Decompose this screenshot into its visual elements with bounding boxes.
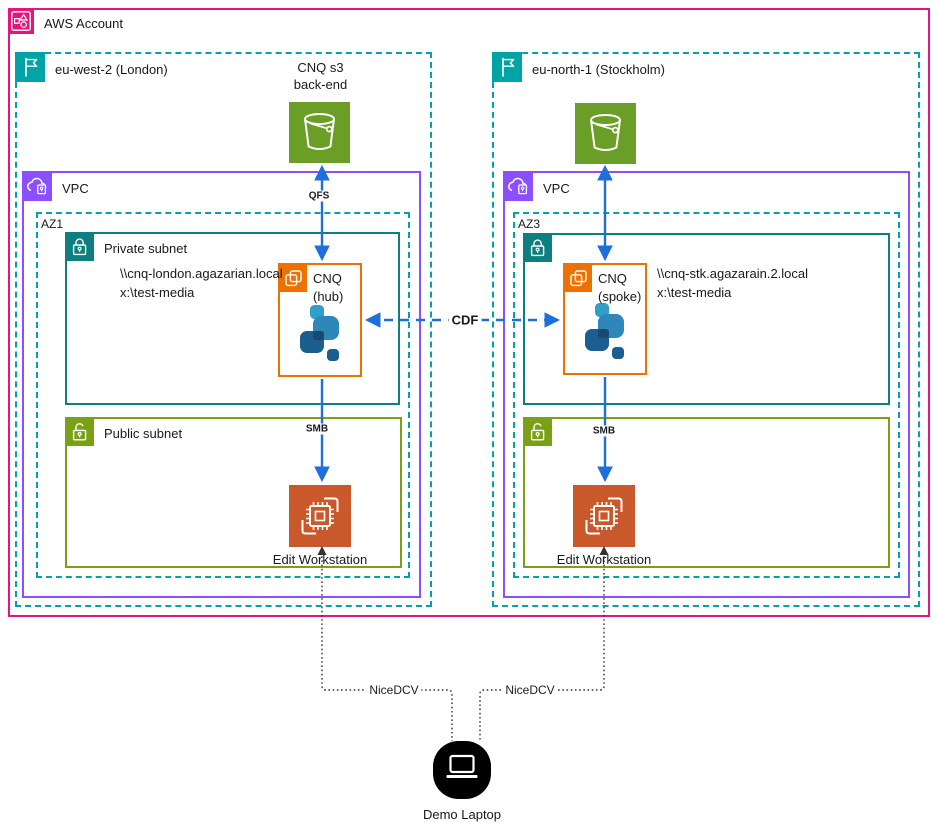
private-subnet-lock-icon-left — [65, 232, 94, 261]
region-eu-west-2-box — [15, 52, 432, 607]
cdf-protocol-label: CDF — [448, 312, 482, 328]
qfs-protocol-label: QFS — [305, 190, 333, 202]
cnq-role-right: (spoke) — [598, 289, 642, 304]
aws-account-box — [8, 8, 930, 617]
vpc-label-left: VPC — [62, 181, 89, 196]
vpc-left-box — [22, 171, 421, 598]
region-flag-icon-right — [492, 52, 522, 82]
cnq-logo-right — [581, 303, 631, 367]
private-subnet-lock-icon-right — [523, 233, 552, 262]
s3-label-line2: back-end — [293, 77, 348, 92]
vpc-icon-left — [22, 171, 52, 201]
edit-workstation-icon-left — [289, 485, 351, 547]
nicedcv-label-right: NiceDCV — [502, 683, 558, 697]
s3-bucket-icon-right — [575, 103, 636, 164]
cnq-title-right: CNQ — [598, 271, 627, 286]
smb-protocol-label-right: SMB — [589, 425, 619, 437]
aws-account-icon — [8, 8, 34, 34]
aws-account-label: AWS Account — [44, 16, 123, 31]
az-label-right: AZ3 — [518, 217, 541, 231]
s3-label-line1: CNQ s3 — [297, 60, 344, 75]
cnq-title-left: CNQ — [313, 271, 342, 286]
region-label-right: eu-north-1 (Stockholm) — [532, 62, 665, 77]
cnq-role-left: (hub) — [313, 289, 344, 304]
public-subnet-label-left: Public subnet — [104, 426, 183, 441]
share-path-left: \\cnq-london.agazarian.local x:\test-med… — [120, 265, 283, 301]
az-label-left: AZ1 — [41, 217, 64, 231]
workstation-label-right: Edit Workstation — [556, 552, 652, 567]
s3-bucket-icon-left — [289, 102, 350, 163]
share-path-right: \\cnq-stk.agazarain.2.local x:\test-medi… — [657, 265, 808, 301]
cnq-logo-left — [296, 305, 346, 369]
private-subnet-label-left: Private subnet — [104, 241, 188, 256]
az1-box — [36, 212, 410, 578]
s3-label-left: CNQ s3 back-end — [258, 59, 383, 93]
vpc-label-right: VPC — [543, 181, 570, 196]
vpc-right-box — [503, 171, 910, 598]
vpc-icon-right — [503, 171, 533, 201]
cnq-instances-icon-left — [280, 265, 307, 292]
edit-workstation-icon-right — [573, 485, 635, 547]
share-path-line1: \\cnq-london.agazarian.local — [120, 266, 283, 281]
public-subnet-right-box — [523, 417, 890, 568]
cnq-instances-icon-right — [565, 265, 592, 292]
smb-protocol-label-left: SMB — [302, 423, 332, 435]
public-subnet-openlock-icon-left — [65, 417, 94, 446]
az3-box — [513, 212, 900, 578]
public-subnet-left-box — [65, 417, 402, 568]
share-path-line2: x:\test-media — [120, 285, 195, 300]
public-subnet-openlock-icon-right — [523, 417, 552, 446]
demo-laptop-label: Demo Laptop — [422, 807, 502, 822]
region-label-left: eu-west-2 (London) — [55, 62, 168, 77]
nicedcv-label-left: NiceDCV — [366, 683, 422, 697]
share-path-line2: x:\test-media — [657, 285, 732, 300]
share-path-line1: \\cnq-stk.agazarain.2.local — [657, 266, 809, 281]
region-eu-north-1-box — [492, 52, 920, 607]
workstation-label-left: Edit Workstation — [272, 552, 368, 567]
demo-laptop-icon — [433, 741, 491, 799]
region-flag-icon-left — [15, 52, 45, 82]
